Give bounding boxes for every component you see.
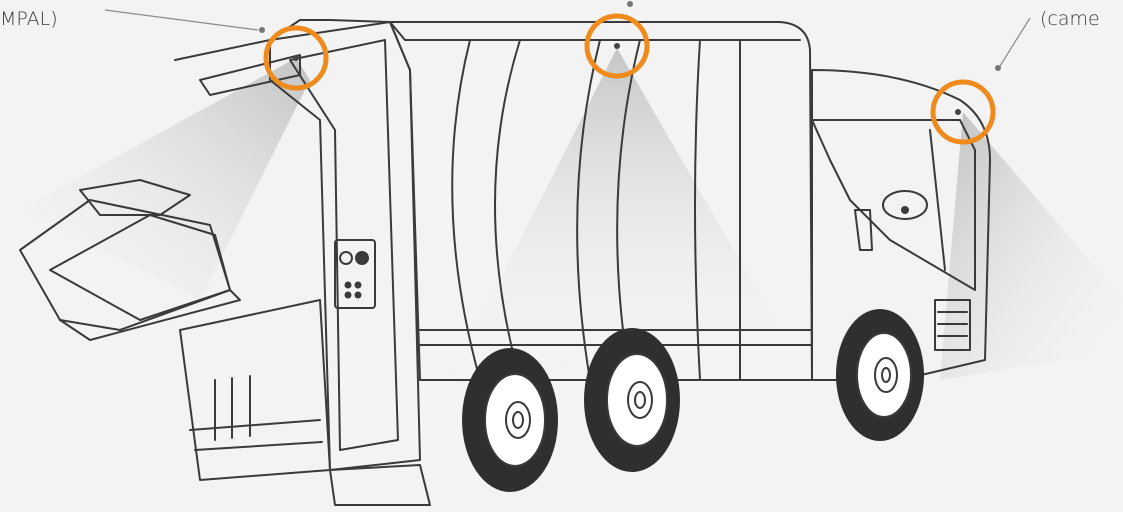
left-callout-label: MPAL) (0, 8, 58, 30)
rear-wheel-2 (584, 328, 680, 472)
left-leader-line (105, 10, 258, 30)
right-leader-line (1000, 18, 1030, 66)
rear-wheel-1 (462, 348, 558, 492)
front-camera-beam (940, 112, 1123, 380)
left-leader-dot (259, 27, 265, 33)
front-wheel (836, 309, 924, 441)
right-callout-label: (came (1040, 8, 1100, 30)
right-leader-dot (995, 65, 1001, 71)
top-leader-dot (627, 1, 633, 7)
